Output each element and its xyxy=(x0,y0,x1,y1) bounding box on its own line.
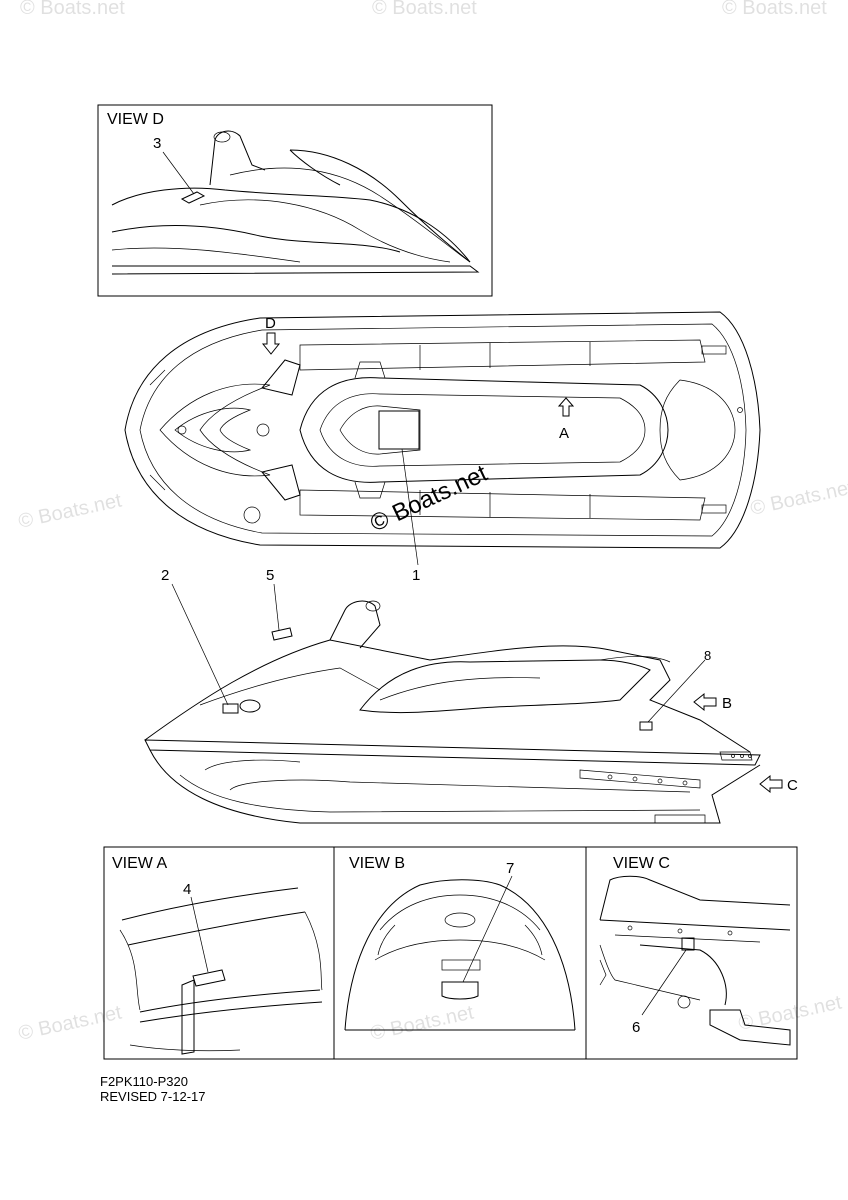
callout-3: 3 xyxy=(153,135,161,152)
watermark-top-left: © Boats.net xyxy=(20,0,125,19)
watermark-top-right: © Boats.net xyxy=(722,0,827,19)
callout-8: 8 xyxy=(704,648,711,663)
marker-a: A xyxy=(559,425,569,442)
drawing-code: F2PK110-P320 xyxy=(100,1074,188,1089)
watermark-bottom-center: © Boats.net xyxy=(368,1001,476,1044)
callout-4: 4 xyxy=(183,881,191,898)
callout-1: 1 xyxy=(412,567,420,584)
revision-date: REVISED 7-12-17 xyxy=(100,1089,206,1104)
view-c-title: VIEW C xyxy=(613,855,670,872)
view-d-panel: VIEW D 3 xyxy=(97,104,493,297)
watermark-left: © Boats.net xyxy=(16,489,124,532)
watermarks: © Boats.net © Boats.net © Boats.net © Bo… xyxy=(16,0,848,1045)
watermark-center: © Boats.net xyxy=(366,460,492,538)
callout-2: 2 xyxy=(161,567,169,584)
watermark-bottom-left: © Boats.net xyxy=(16,1001,124,1044)
callout-6: 6 xyxy=(632,1019,640,1036)
top-view: 1 D A © Boats.net xyxy=(124,311,761,584)
watermark-right: © Boats.net xyxy=(748,476,848,519)
view-a-panel: VIEW A 4 xyxy=(103,846,335,1060)
watermark-top-center: © Boats.net xyxy=(372,0,477,19)
marker-c: C xyxy=(787,777,798,794)
side-view: 2 5 8 B C xyxy=(144,567,798,824)
view-d-title: VIEW D xyxy=(107,111,164,128)
view-b-title: VIEW B xyxy=(349,855,405,872)
view-c-panel: VIEW C 6 xyxy=(585,846,798,1060)
callout-5: 5 xyxy=(266,567,274,584)
callout-7: 7 xyxy=(506,860,514,877)
watermark-bottom-right: © Boats.net xyxy=(736,991,844,1034)
view-a-title: VIEW A xyxy=(112,855,167,872)
footer: F2PK110-P320 REVISED 7-12-17 xyxy=(100,1074,206,1104)
marker-d: D xyxy=(265,315,276,332)
marker-b: B xyxy=(722,695,732,712)
